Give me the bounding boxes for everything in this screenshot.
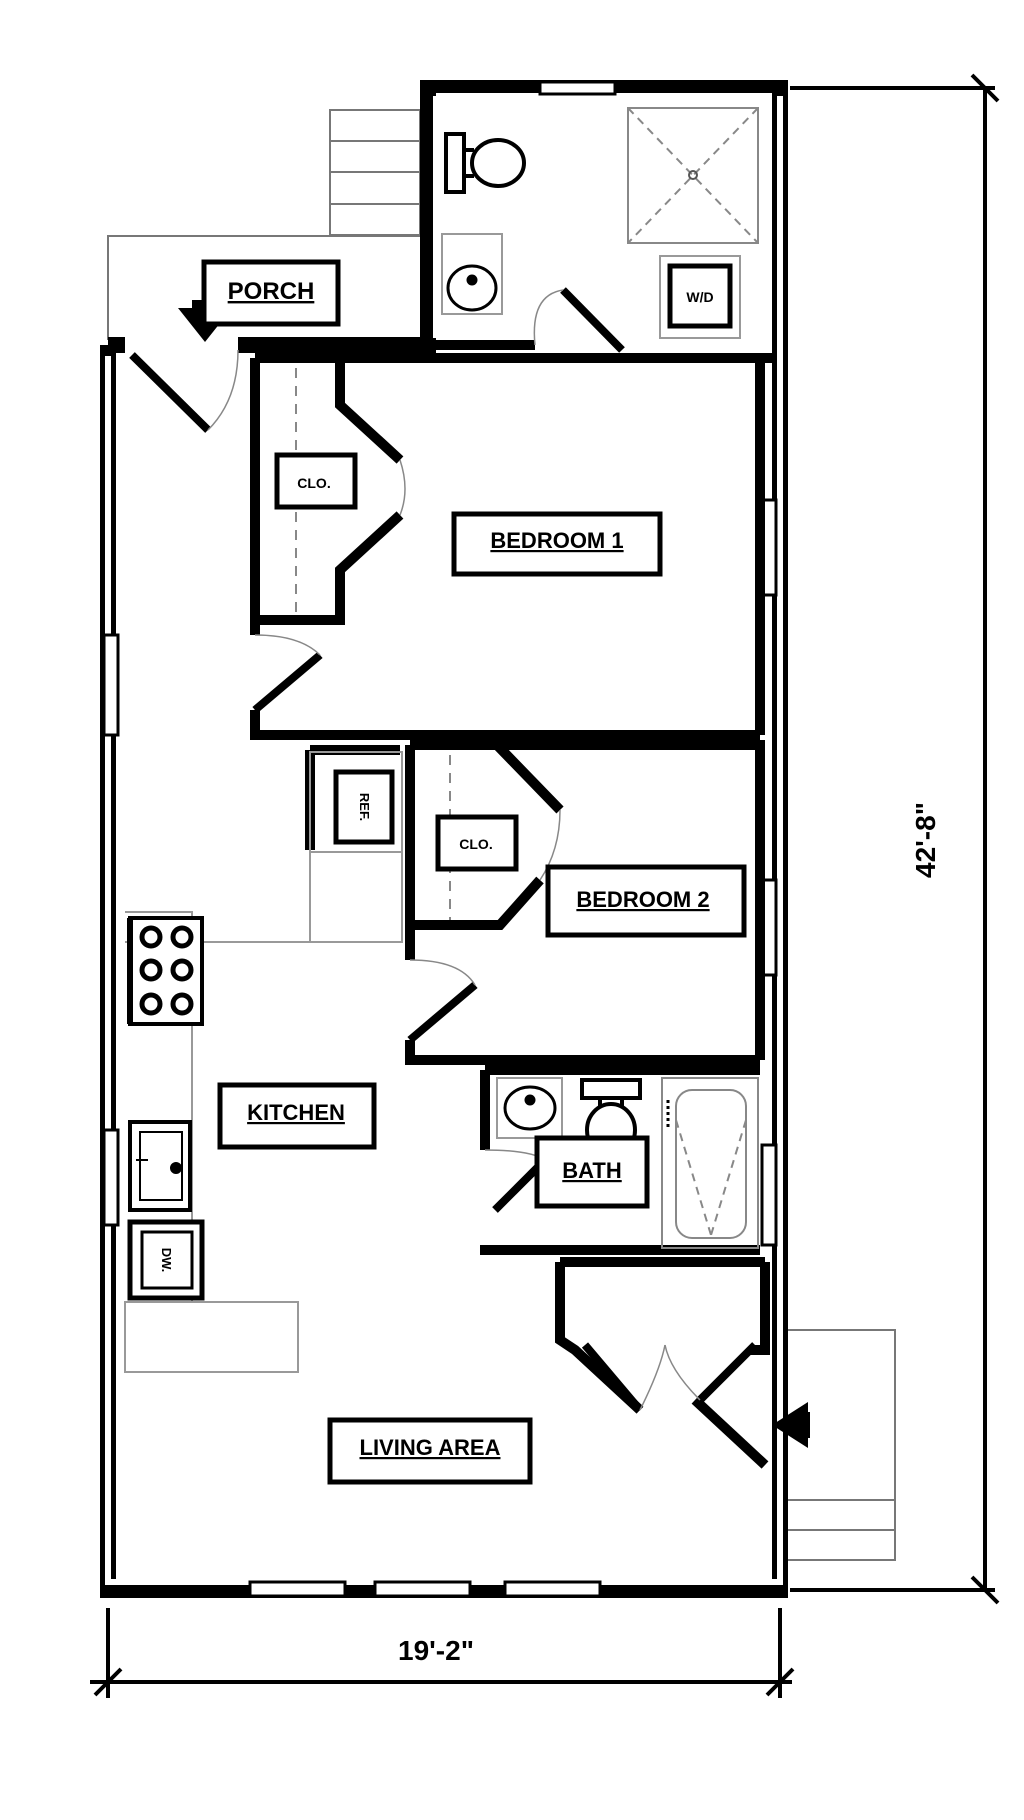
refrigerator-icon — [309, 751, 403, 853]
svg-text:DW.: DW. — [159, 1248, 174, 1273]
porch-outline — [107, 235, 420, 340]
exterior-walls — [100, 80, 788, 1598]
svg-text:LIVING AREA: LIVING AREA — [360, 1435, 501, 1460]
shower-icon — [627, 107, 759, 244]
bedroom2-label: BEDROOM 2 — [545, 864, 747, 938]
dimension-lines — [90, 73, 1000, 1698]
bathtub-icon — [661, 1077, 759, 1249]
sink-icon — [441, 233, 503, 315]
svg-text:KITCHEN: KITCHEN — [247, 1100, 345, 1125]
washer-dryer-label: W/D — [686, 289, 713, 305]
windows — [102, 80, 778, 1598]
closet2-label: CLO. — [435, 814, 519, 872]
interior-walls — [250, 340, 772, 1469]
bath-label: BATH — [534, 1135, 650, 1209]
closet-rods — [295, 368, 451, 920]
dishwasher-icon — [127, 1219, 205, 1301]
bedroom1-label: BEDROOM 1 — [451, 511, 663, 577]
stove-icon — [127, 916, 204, 1026]
kitchen-label: KITCHEN — [217, 1082, 377, 1150]
dishwasher-label: DW. — [159, 1248, 174, 1273]
refrigerator-label: REF. — [357, 793, 372, 821]
width-dimension: 19'-2" — [398, 1635, 474, 1666]
toilet-icon — [444, 132, 526, 194]
washer-dryer-icon — [659, 255, 741, 339]
svg-text:CLO.: CLO. — [297, 475, 330, 491]
height-dimension: 42'-8" — [910, 802, 941, 878]
door-arcs — [207, 289, 701, 1411]
svg-text:BEDROOM 2: BEDROOM 2 — [576, 887, 709, 912]
svg-text:CLO.: CLO. — [459, 836, 492, 852]
door-swings — [129, 287, 758, 1413]
living-area-label: LIVING AREA — [327, 1417, 533, 1485]
svg-text:BEDROOM 1: BEDROOM 1 — [490, 528, 623, 553]
kitchen-sink-icon — [128, 1120, 192, 1212]
closet1-label: CLO. — [274, 452, 358, 510]
svg-text:REF.: REF. — [357, 793, 372, 821]
svg-text:PORCH: PORCH — [228, 278, 315, 305]
bath-sink-icon — [496, 1077, 563, 1139]
svg-text:W/D: W/D — [686, 289, 713, 305]
porch-label: PORCH — [201, 259, 341, 327]
svg-text:BATH: BATH — [562, 1158, 621, 1183]
